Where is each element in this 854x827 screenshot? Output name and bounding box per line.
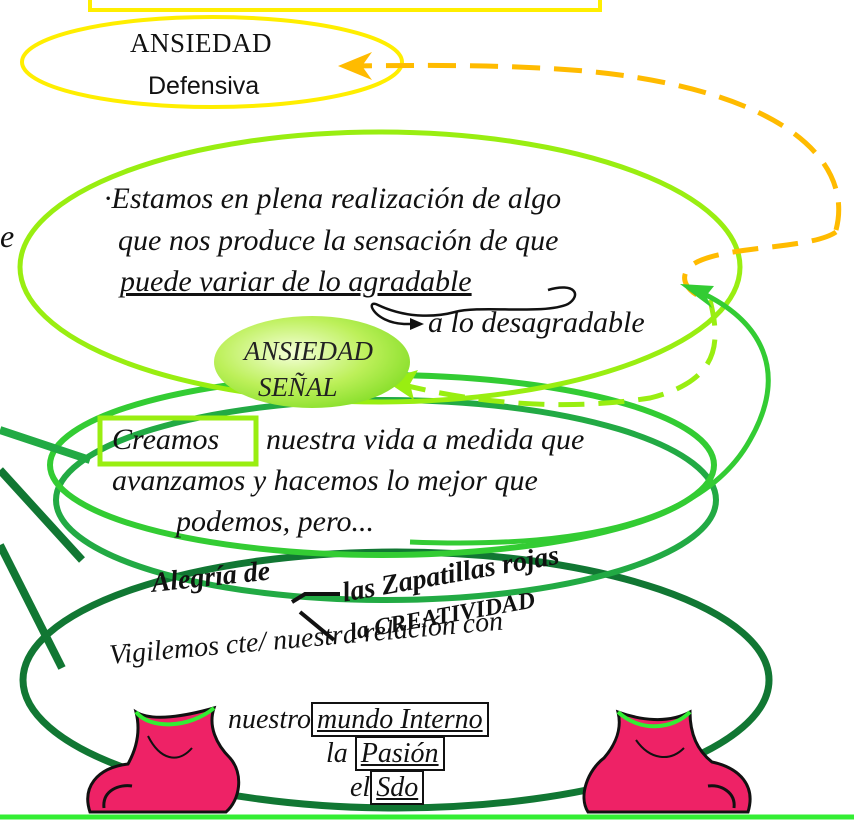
creamos-highlight-box bbox=[97, 415, 259, 467]
top-connector-line bbox=[88, 0, 602, 12]
ansiedad-defensiva-subtitle: Defensiva bbox=[148, 72, 260, 100]
creamos-line-3: podemos, pero... bbox=[176, 505, 375, 538]
agradable-curl-arrow bbox=[370, 286, 577, 326]
left-diagonal-line-2 bbox=[0, 467, 85, 563]
left-diagonal-line-3 bbox=[0, 543, 66, 670]
alegria-connector-diag bbox=[298, 610, 336, 642]
vigilemos-prefix-2: nuestro bbox=[228, 704, 311, 735]
ansiedad-defensiva-title: ANSIEDAD bbox=[130, 28, 272, 58]
realizacion-line-4: a lo desagradable bbox=[428, 306, 645, 339]
pasion-box: Pasión bbox=[354, 736, 445, 771]
left-red-shoe bbox=[86, 705, 241, 814]
ansiedad-senal-ellipse bbox=[214, 316, 410, 408]
creamos-keyword: Creamos bbox=[112, 423, 220, 456]
right-red-shoe bbox=[582, 709, 752, 814]
realizacion-ellipse bbox=[17, 129, 743, 405]
podemos-return-arrow bbox=[409, 289, 771, 546]
creamos-line-2: avanzamos y hacemos lo mejor que bbox=[112, 464, 538, 497]
defensiva-arrowhead bbox=[338, 52, 372, 80]
realizacion-line-3: puede variar de lo agradable bbox=[120, 265, 472, 298]
ansiedad-senal-line-2: SEÑAL bbox=[258, 372, 338, 402]
sdo-box: Sdo bbox=[370, 770, 425, 805]
ansiedad-defensiva-ellipse bbox=[20, 15, 404, 109]
alegria-connector bbox=[290, 592, 340, 604]
realizacion-line-1: ·Estamos en plena realización de algo bbox=[104, 182, 562, 215]
realizacion-line-2: que nos produce la sensación de que bbox=[118, 224, 559, 257]
agradable-curl-arrowhead bbox=[410, 318, 424, 330]
podemos-arrowhead bbox=[680, 284, 714, 308]
senal-feedback-arrow bbox=[399, 299, 718, 408]
mundo-interno-box: mundo Interno bbox=[310, 702, 489, 737]
ansiedad-senal-line-1: ANSIEDAD bbox=[244, 336, 373, 366]
creamos-line-1: nuestra vida a medida que bbox=[266, 423, 585, 456]
vigilemos-prefix-4: el bbox=[350, 772, 371, 803]
left-diagonal-line-1 bbox=[0, 426, 92, 464]
vigilemos-line-3: la Pasión bbox=[326, 736, 445, 771]
vigilemos-prefix-3: la bbox=[326, 738, 348, 769]
defensiva-feedback-arrow bbox=[349, 62, 842, 231]
edge-letter: e bbox=[0, 218, 15, 254]
